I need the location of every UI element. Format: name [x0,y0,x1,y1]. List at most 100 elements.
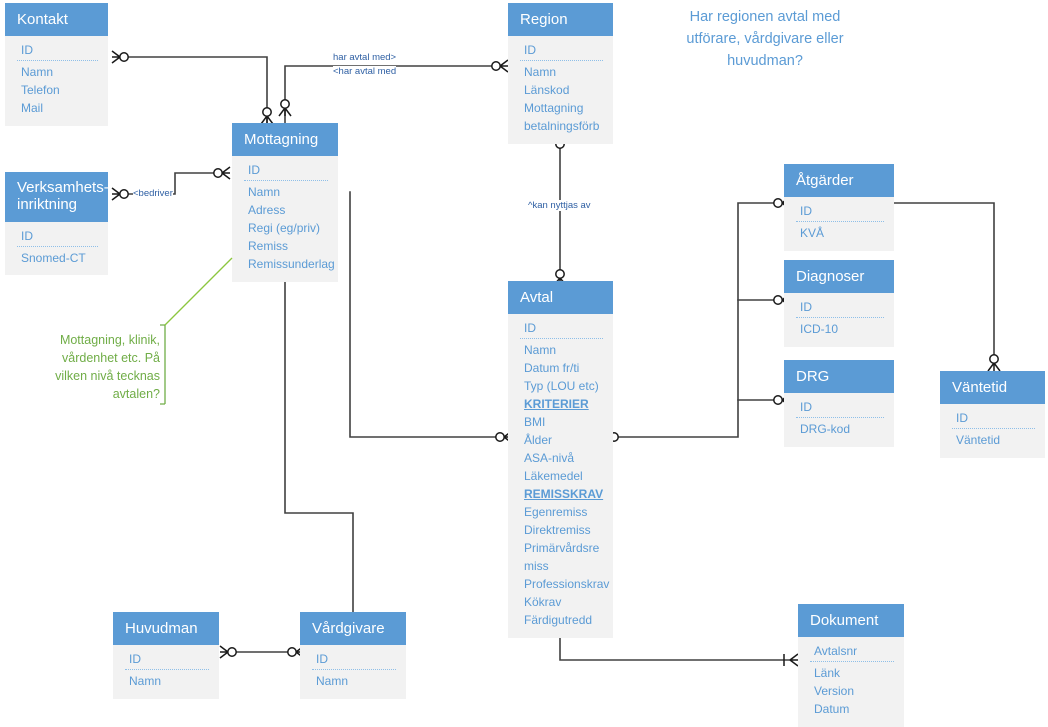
entity-verksamhetsinriktning[interactable]: Verksamhets- inriktning ID Snomed-CT [5,172,109,276]
attribute: Adress [248,203,286,218]
attribute: ICD-10 [800,322,839,337]
entity-dokument[interactable]: Dokument Avtalsnr Länk Version Datum [798,604,904,727]
entity-avtal-body: ID Namn Datum fr/ti Typ (LOU etc) KRITER… [508,314,613,638]
attribute: Namn [524,343,557,358]
attribute: Regi (eg/priv) [248,221,321,236]
entity-vardgivare[interactable]: Vårdgivare ID Namn [300,612,406,700]
attribute: Datum [814,702,850,717]
entity-vantetid-body: ID Väntetid [940,404,1045,459]
annotation-line: utförare, vårdgivare eller [686,30,844,47]
relationship-label-har-avtal-med-forward: har avtal med> [333,52,397,63]
entity-mottagning-title: Mottagning [232,123,338,157]
attribute: Namn [129,674,162,689]
annotation-green-note: Mottagning, klinik, vårdenhet etc. På vi… [30,331,160,404]
attribute: Egenremiss [524,504,588,519]
entity-kontakt-title: Kontakt [5,3,108,37]
entity-vardgivare-title: Vårdgivare [300,612,406,646]
entity-region-title: Region [508,3,613,37]
attribute: Namn [21,65,54,80]
attribute-pk: ID [952,410,1035,430]
attribute: Snomed-CT [21,250,86,265]
annotation-line: Har regionen avtal med [689,9,841,25]
entity-diagnoser-body: ID ICD-10 [784,293,894,348]
entity-huvudman-body: ID Namn [113,645,219,700]
attribute-pk: Avtalsnr [810,643,894,663]
entity-region-body: ID Namn Länskod Mottagning betalningsför… [508,36,613,145]
attribute: Professionskrav [524,576,610,591]
entity-verksamhetsinriktning-title: Verksamhets- inriktning [5,172,109,222]
attribute: Mottagning [524,101,584,116]
attribute: betalningsförb [524,119,600,134]
attribute: Namn [248,185,281,200]
attribute-pk: ID [520,320,603,340]
entity-huvudman[interactable]: Huvudman ID Namn [113,612,219,700]
entity-dokument-title: Dokument [798,604,904,638]
attribute: Läkemedel [524,468,583,483]
entity-kontakt[interactable]: Kontakt ID Namn Telefon Mail [5,3,108,127]
relationship-label-kan-nyttjas-av: ^kan nyttjas av [528,200,591,211]
entity-huvudman-title: Huvudman [113,612,219,646]
relationship-label-har-avtal-med-reverse: <har avtal med [333,66,397,77]
entity-vantetid-title: Väntetid [940,371,1045,405]
entity-region[interactable]: Region ID Namn Länskod Mottagning betaln… [508,3,613,145]
attribute-pk: ID [17,228,98,247]
attribute: ASA-nivå [524,450,575,465]
attribute: Telefon [21,83,60,98]
entity-kontakt-body: ID Namn Telefon Mail [5,36,108,127]
entity-avtal[interactable]: Avtal ID Namn Datum fr/ti Typ (LOU etc) … [508,281,613,638]
entity-avtal-title: Avtal [508,281,613,315]
attribute-pk: ID [796,299,884,319]
annotation-line: huvudman? [727,52,803,69]
entity-dokument-body: Avtalsnr Länk Version Datum [798,637,904,727]
attribute: Namn [524,65,557,80]
attribute: Direktremiss [524,522,591,537]
entity-mottagning[interactable]: Mottagning ID Namn Adress Regi (eg/priv)… [232,123,338,283]
attribute: KVÅ [800,226,825,241]
entity-diagnoser-title: Diagnoser [784,260,894,294]
entity-diagnoser[interactable]: Diagnoser ID ICD-10 [784,260,894,348]
entity-drg-title: DRG [784,360,894,394]
entity-drg[interactable]: DRG ID DRG-kod [784,360,894,448]
entity-atgarder[interactable]: Åtgärder ID KVÅ [784,164,894,252]
annotation-line: Mottagning, klinik, [59,333,160,347]
annotation-line: vilken nivå tecknas [55,369,160,384]
entity-title-line: Verksamhets- [17,179,109,196]
attribute: Datum fr/ti [524,361,580,376]
attribute: Ålder [524,433,553,448]
attribute-pk: ID [244,162,328,182]
attribute-pk: ID [796,203,884,223]
entity-verksamhetsinriktning-body: ID Snomed-CT [5,221,108,276]
attribute: Typ (LOU etc) [524,379,599,394]
attribute-pk: ID [312,651,396,671]
attribute: Mail [21,101,44,116]
entity-atgarder-body: ID KVÅ [784,197,894,252]
entity-atgarder-title: Åtgärder [784,164,894,198]
attribute: Version [814,684,855,699]
entity-vardgivare-body: ID Namn [300,645,406,700]
attribute-group-header: REMISSKRAV [524,486,604,501]
attribute: Länskod [524,83,570,98]
attribute: Väntetid [956,433,1001,448]
relationship-label-bedriver: <bedriver [133,188,173,199]
attribute: Färdigutredd [524,612,593,627]
annotation-question-title: Har regionen avtal med utförare, vårdgiv… [645,7,885,72]
attribute: Remissunderlag [248,257,335,272]
entity-vantetid[interactable]: Väntetid ID Väntetid [940,371,1045,459]
attribute: Remiss [248,239,289,254]
attribute: DRG-kod [800,422,851,437]
attribute: Kökrav [524,594,562,609]
attribute-group-header: KRITERIER [524,397,589,412]
attribute-pk: ID [796,399,884,419]
attribute-pk: ID [17,42,98,62]
annotation-line: vårdenhet etc. På [62,351,160,366]
entity-mottagning-body: ID Namn Adress Regi (eg/priv) Remiss Rem… [232,156,338,283]
attribute: Namn [316,674,349,689]
annotation-line: avtalen? [112,387,160,402]
attribute: Primärvårdsre [524,540,600,555]
attribute-pk: ID [520,42,603,62]
entity-title-line: inriktning [17,196,78,214]
attribute: Länk [814,666,841,681]
attribute: miss [524,558,549,573]
attribute-pk: ID [125,651,209,671]
